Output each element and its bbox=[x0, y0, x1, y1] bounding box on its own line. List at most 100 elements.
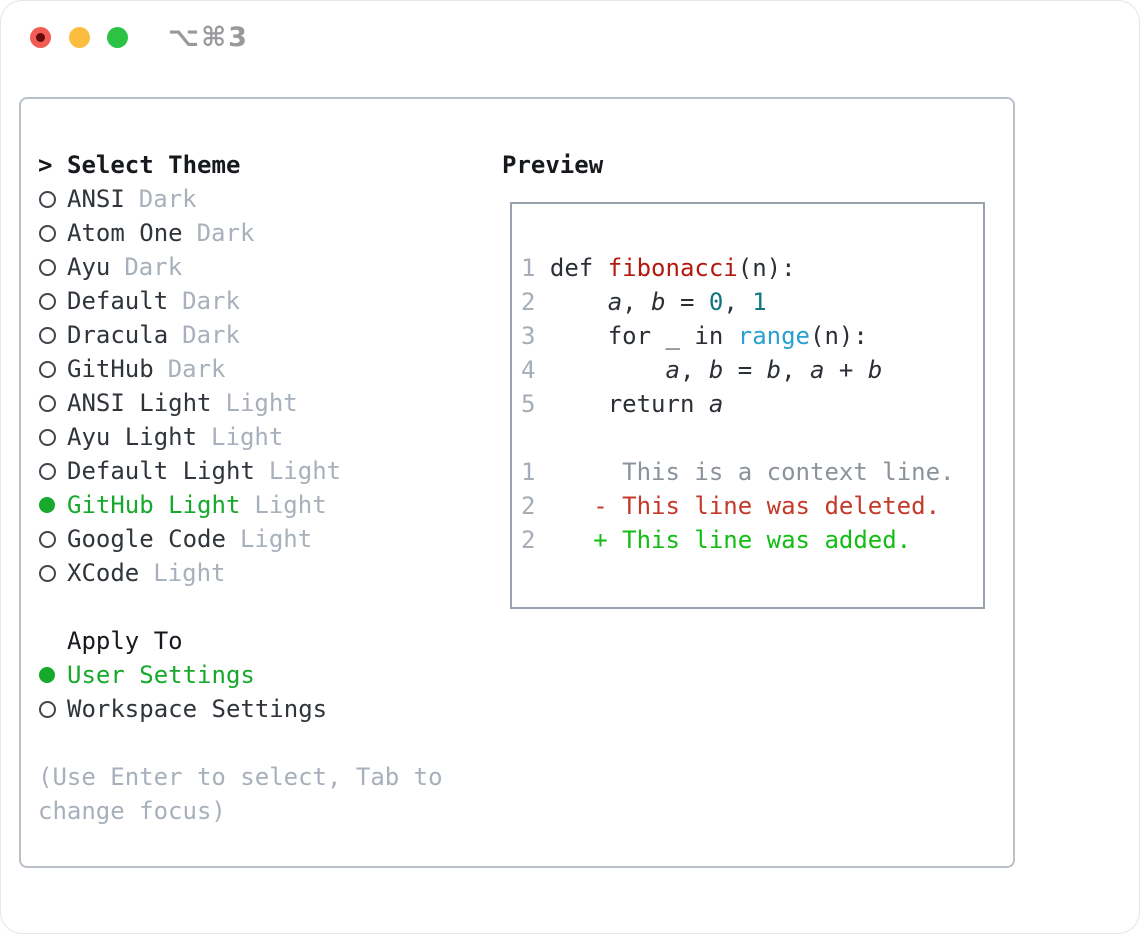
theme-option-label: Dracula bbox=[67, 321, 169, 349]
token-lineno: 2 bbox=[521, 288, 536, 316]
preview-code-line: 1 def fibonacci(n): bbox=[521, 251, 983, 285]
theme-option-ansi[interactable]: ANSI Dark bbox=[38, 182, 493, 216]
theme-option-label: Ayu Light bbox=[67, 423, 198, 451]
apply-option-label: Workspace Settings bbox=[67, 695, 328, 723]
theme-option-label: Default Light bbox=[67, 457, 255, 485]
theme-variant-tag: Dark bbox=[182, 287, 240, 315]
token-deleted: - This line was deleted. bbox=[593, 492, 941, 520]
token-var: b bbox=[867, 356, 883, 384]
preview-header: Preview bbox=[502, 151, 604, 179]
token-default: = bbox=[665, 288, 709, 316]
theme-variant-tag: Light bbox=[211, 423, 284, 451]
token-lineno: 5 bbox=[521, 390, 536, 418]
theme-option-label: Default bbox=[67, 287, 169, 315]
theme-variant-tag: Light bbox=[153, 559, 226, 587]
preview-code-line: 3 for _ in range(n): bbox=[521, 319, 983, 353]
theme-option-xcode[interactable]: XCode Light bbox=[38, 556, 493, 590]
apply-option-user-settings[interactable]: User Settings bbox=[38, 658, 493, 692]
hint-text: (Use Enter to select, Tab to change focu… bbox=[38, 763, 443, 825]
preview-code-line: 1 This is a context line. bbox=[521, 455, 983, 489]
unsaved-changes-dot-icon bbox=[36, 33, 45, 42]
token-default: , bbox=[723, 288, 753, 316]
apply-to-header: Apply To bbox=[67, 627, 183, 655]
apply-option-label: User Settings bbox=[67, 661, 255, 689]
preview-code-line: 5 return a bbox=[521, 387, 983, 421]
radio-selected-icon bbox=[39, 667, 55, 683]
preview-code-line: 4 a, b = b, a + b bbox=[521, 353, 983, 387]
theme-option-label: XCode bbox=[67, 559, 140, 587]
window-titlebar: ⌥⌘3 bbox=[0, 0, 1140, 74]
close-button[interactable] bbox=[30, 27, 51, 48]
theme-variant-tag: Dark bbox=[124, 253, 183, 281]
preview-blank-line bbox=[521, 421, 983, 455]
token-builtin: range bbox=[737, 322, 810, 350]
theme-variant-tag: Light bbox=[268, 457, 342, 485]
token-var: a bbox=[607, 288, 623, 316]
token-default bbox=[535, 458, 622, 486]
theme-option-label: Atom One bbox=[67, 219, 183, 247]
radio-selected-icon bbox=[39, 497, 55, 513]
radio-unselected-icon bbox=[39, 360, 56, 378]
theme-variant-tag: Dark bbox=[167, 355, 226, 383]
theme-option-label: GitHub bbox=[67, 355, 154, 383]
window-title: ⌥⌘3 bbox=[168, 22, 249, 53]
token-lineno: 4 bbox=[521, 356, 536, 384]
select-theme-header-row: > Select Theme bbox=[38, 148, 493, 182]
theme-option-default-light[interactable]: Default Light Light bbox=[38, 454, 493, 488]
theme-option-ayu-light[interactable]: Ayu Light Light bbox=[38, 420, 493, 454]
token-lineno: 2 bbox=[521, 526, 536, 554]
preview-code-line: 2 a, b = 0, 1 bbox=[521, 285, 983, 319]
apply-option-workspace-settings[interactable]: Workspace Settings bbox=[38, 692, 493, 726]
token-default bbox=[535, 356, 665, 384]
theme-option-atom-one[interactable]: Atom One Dark bbox=[38, 216, 493, 250]
radio-unselected-icon bbox=[39, 564, 56, 582]
theme-variant-tag: Dark bbox=[196, 219, 255, 247]
theme-option-label: ANSI bbox=[67, 185, 125, 213]
token-lineno: 1 bbox=[521, 458, 536, 486]
theme-option-default[interactable]: Default Dark bbox=[38, 284, 493, 318]
token-func: fibonacci bbox=[607, 254, 738, 282]
token-default: = bbox=[723, 356, 767, 384]
preview-code-line: 2 - This line was deleted. bbox=[521, 489, 983, 523]
spacer bbox=[38, 726, 493, 760]
token-default: , bbox=[622, 288, 652, 316]
token-default: , bbox=[781, 356, 811, 384]
theme-variant-tag: Dark bbox=[138, 185, 197, 213]
theme-option-label: Google Code bbox=[67, 525, 226, 553]
zoom-button[interactable] bbox=[107, 27, 128, 48]
theme-option-ayu[interactable]: Ayu Dark bbox=[38, 250, 493, 284]
token-num: 1 bbox=[752, 288, 767, 316]
token-lineno: 1 bbox=[521, 254, 550, 282]
minimize-button[interactable] bbox=[69, 27, 90, 48]
radio-unselected-icon bbox=[39, 292, 56, 310]
select-theme-header: Select Theme bbox=[67, 151, 241, 179]
radio-unselected-icon bbox=[39, 394, 56, 412]
spacer bbox=[38, 590, 493, 624]
radio-unselected-icon bbox=[39, 700, 56, 718]
focus-prompt-icon: > bbox=[38, 151, 53, 179]
token-var: b bbox=[708, 356, 724, 384]
token-default: for _ in bbox=[535, 322, 738, 350]
preview-code-line: 2 + This line was added. bbox=[521, 523, 983, 557]
token-added: + This line was added. bbox=[593, 526, 912, 554]
radio-unselected-icon bbox=[39, 258, 56, 276]
radio-unselected-icon bbox=[39, 462, 56, 480]
theme-option-label: Ayu bbox=[67, 253, 111, 281]
token-var: b bbox=[766, 356, 782, 384]
radio-unselected-icon bbox=[39, 224, 56, 242]
theme-option-github[interactable]: GitHub Dark bbox=[38, 352, 493, 386]
token-var: a bbox=[810, 356, 825, 384]
token-default bbox=[535, 492, 593, 520]
radio-unselected-icon bbox=[39, 190, 56, 208]
